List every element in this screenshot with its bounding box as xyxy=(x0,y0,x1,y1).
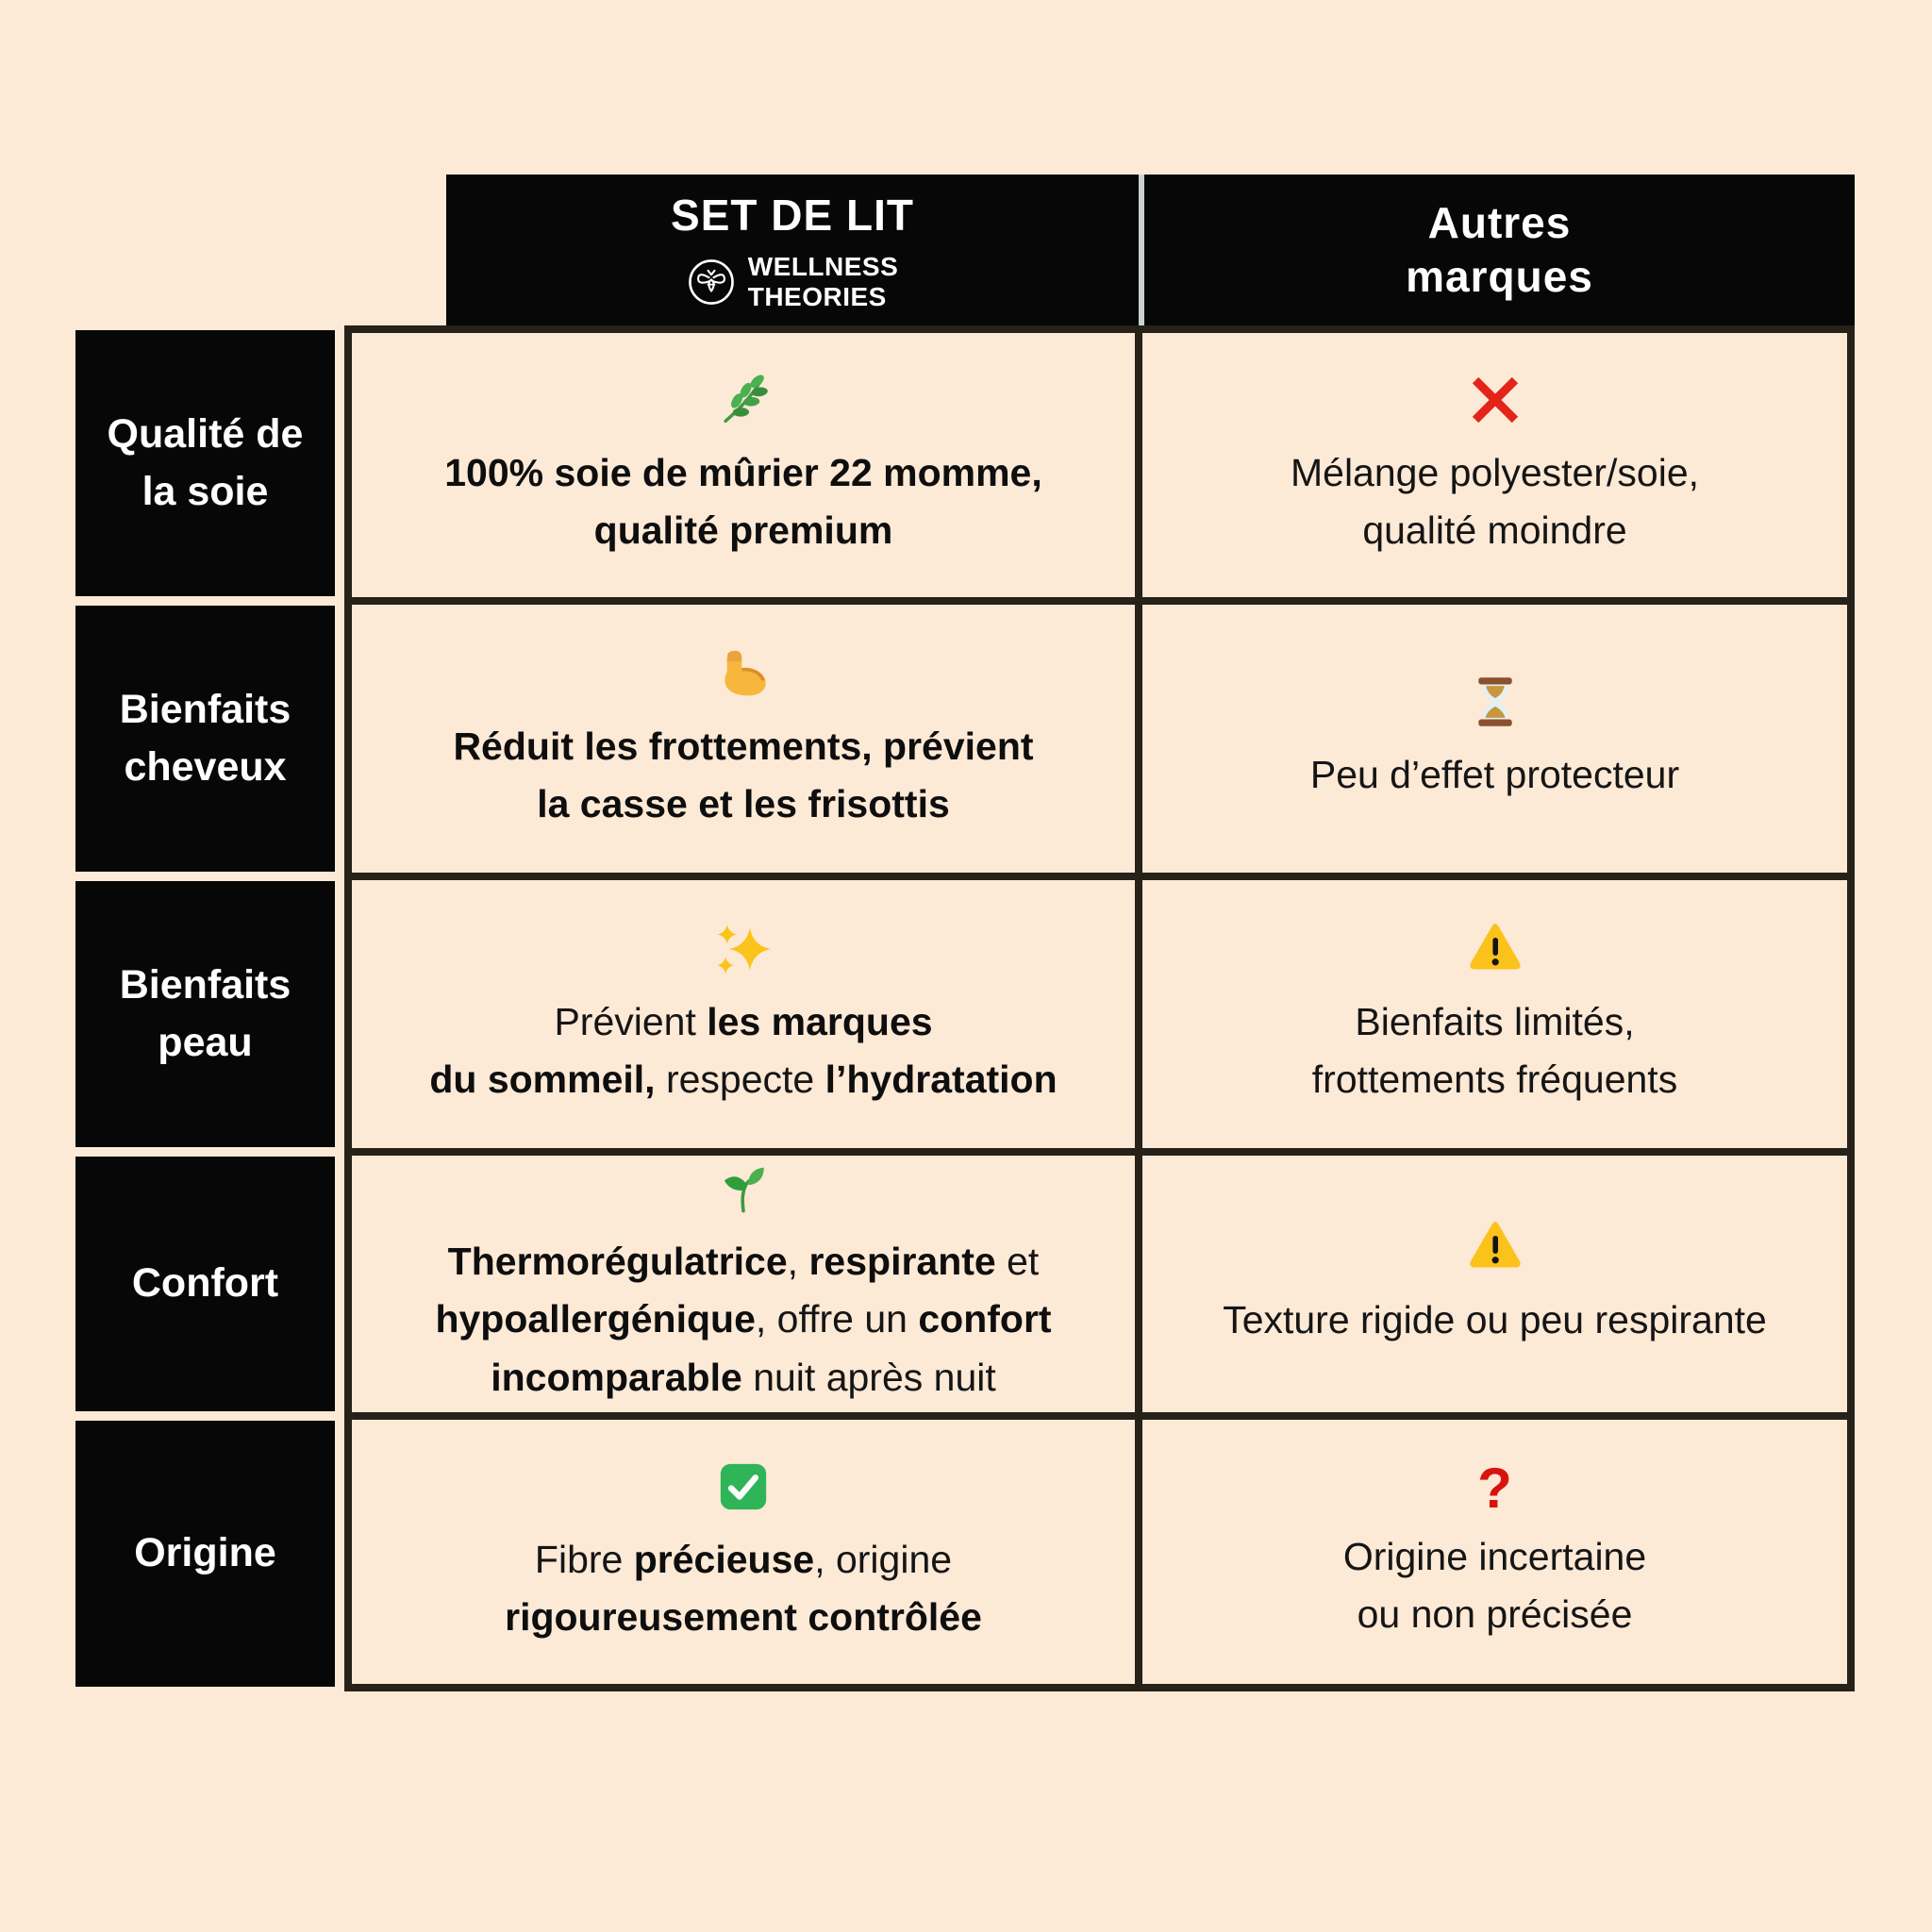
herb-emoji xyxy=(714,371,773,429)
brand-wordmark-line1: WELLNESS xyxy=(747,252,899,282)
row-label-bienfaits-peau: Bienfaits peau xyxy=(75,881,335,1147)
others-cell-confort: Texture rigide ou peu respirante xyxy=(1139,1152,1855,1416)
cross-mark-emoji xyxy=(1468,371,1523,429)
red-question-mark-emoji: ? xyxy=(1477,1456,1512,1520)
others-cell-bienfaits-cheveux: Peu d’effet protecteur xyxy=(1139,601,1855,876)
brand-column-title: SET DE LIT xyxy=(671,190,914,240)
comparison-table: SET DE LIT WELLNESS THEORIES Autres marq… xyxy=(75,175,1855,1691)
empty-corner-cell xyxy=(75,175,344,325)
header-others-cell: Autres marques xyxy=(1139,175,1855,325)
brand-cell-bienfaits-peau: Prévient les marques du sommeil, respect… xyxy=(344,876,1139,1152)
others-cell-qualite-soie: Mélange polyester/soie, qualité moindre xyxy=(1139,325,1855,601)
cell-text: 100% soie de mûrier 22 momme, qualité pr… xyxy=(444,450,1042,553)
others-column-title: Autres marques xyxy=(1406,197,1593,302)
row-label-confort: Confort xyxy=(75,1157,335,1411)
cell-text: Réduit les frottements, prévient la cass… xyxy=(453,724,1034,826)
brand-cell-confort: Thermorégulatrice, respirante et hypoall… xyxy=(344,1152,1139,1416)
row-label-cell: Bienfaits peau xyxy=(75,876,344,1152)
seedling-emoji xyxy=(716,1161,771,1218)
brand-cell-origine: Fibre précieuse, origine rigoureusement … xyxy=(344,1416,1139,1691)
brand-wordmark: WELLNESS THEORIES xyxy=(748,252,899,311)
others-cell-bienfaits-peau: Bienfaits limités, frottements fréquents xyxy=(1139,876,1855,1152)
header-brand-cell: SET DE LIT WELLNESS THEORIES xyxy=(446,175,1139,325)
cell-text: Prévient les marques du sommeil, respect… xyxy=(429,999,1058,1102)
cell-text: Bienfaits limités, frottements fréquents xyxy=(1311,999,1678,1102)
cell-text: Thermorégulatrice, respirante et hypoall… xyxy=(435,1239,1052,1399)
row-label-origine: Origine xyxy=(75,1421,335,1687)
row-label-qualite-soie: Qualité de la soie xyxy=(75,330,335,596)
flexed-biceps-emoji xyxy=(714,644,773,703)
hourglass-emoji xyxy=(1468,673,1523,731)
row-label-bienfaits-cheveux: Bienfaits cheveux xyxy=(75,606,335,872)
row-label-cell: Qualité de la soie xyxy=(75,325,344,601)
cell-text: Fibre précieuse, origine rigoureusement … xyxy=(505,1537,982,1640)
cell-text: Texture rigide ou peu respirante xyxy=(1223,1298,1767,1342)
brand-wordmark-line2: THEORIES xyxy=(747,281,887,311)
row-label-cell: Confort xyxy=(75,1152,344,1416)
warning-emoji xyxy=(1466,1218,1524,1276)
row-label-cell: Bienfaits cheveux xyxy=(75,601,344,876)
cell-text: Mélange polyester/soie, qualité moindre xyxy=(1290,450,1700,553)
brand-logo: WELLNESS THEORIES xyxy=(687,252,899,311)
brand-cell-qualite-soie: 100% soie de mûrier 22 momme, qualité pr… xyxy=(344,325,1139,601)
sparkles-emoji xyxy=(714,920,773,978)
warning-emoji xyxy=(1466,920,1524,978)
bee-logo-icon xyxy=(687,258,736,307)
row-label-cell: Origine xyxy=(75,1416,344,1691)
check-mark-button-emoji xyxy=(716,1457,771,1516)
cell-text: Peu d’effet protecteur xyxy=(1309,753,1680,797)
cell-text: Origine incertaine ou non précisée xyxy=(1342,1534,1647,1637)
brand-cell-bienfaits-cheveux: Réduit les frottements, prévient la cass… xyxy=(344,601,1139,876)
others-cell-origine: ? Origine incertaine ou non précisée xyxy=(1139,1416,1855,1691)
